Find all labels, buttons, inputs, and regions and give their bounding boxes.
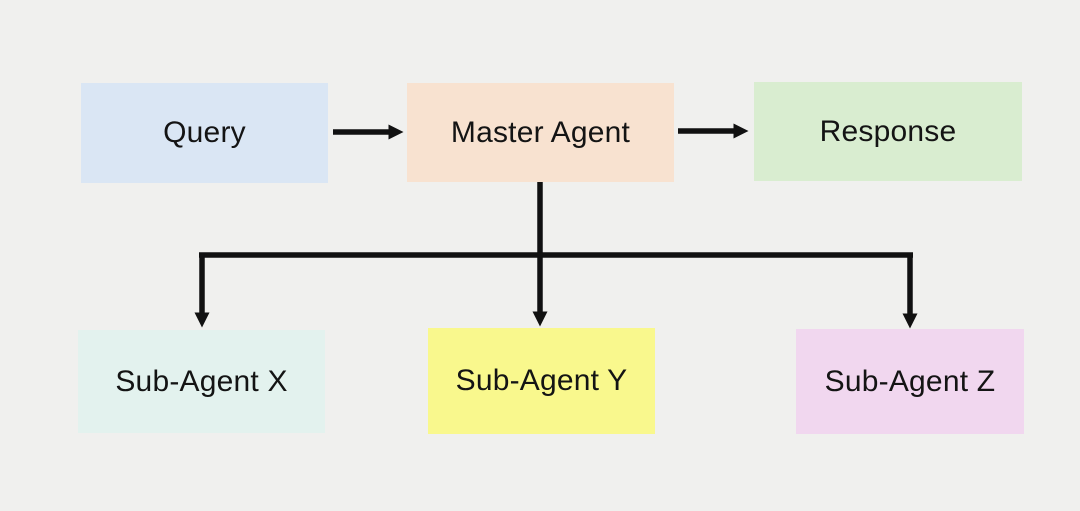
node-sub-agent-z: Sub-Agent Z bbox=[796, 329, 1024, 434]
node-query: Query bbox=[81, 83, 328, 183]
node-response: Response bbox=[754, 82, 1022, 181]
node-sub-agent-y-label: Sub-Agent Y bbox=[455, 364, 628, 397]
node-master-agent-label: Master Agent bbox=[450, 115, 631, 149]
node-sub-agent-x-label: Sub-Agent X bbox=[115, 364, 288, 398]
node-query-label: Query bbox=[163, 116, 246, 149]
node-sub-agent-z-label: Sub-Agent Z bbox=[824, 364, 996, 398]
node-sub-agent-x: Sub-Agent X bbox=[78, 330, 325, 433]
node-master-agent: Master Agent bbox=[407, 83, 674, 182]
node-sub-agent-y: Sub-Agent Y bbox=[428, 328, 655, 434]
node-response-label: Response bbox=[819, 114, 957, 148]
